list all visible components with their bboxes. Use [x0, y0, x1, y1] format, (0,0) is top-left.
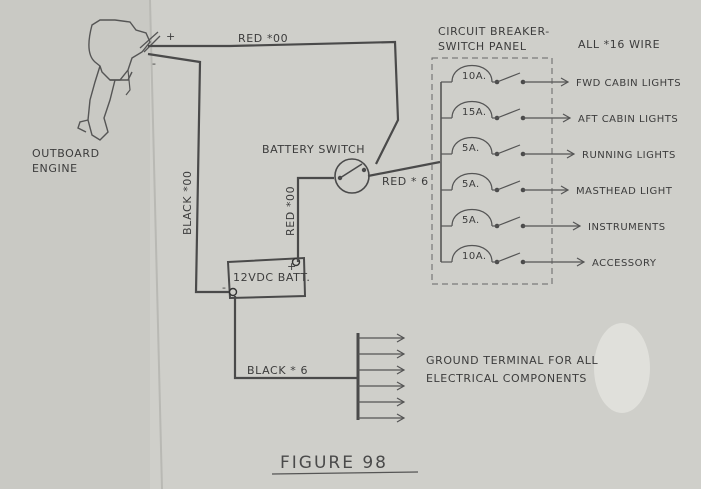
panel-title-line2: SWITCH PANEL	[438, 40, 527, 53]
breaker-rating: 15A.	[462, 107, 487, 118]
breaker-arc	[451, 244, 493, 263]
ground-label-line1: GROUND TERMINAL FOR ALL	[426, 354, 598, 367]
battery-label: 12VDC BATT.	[233, 271, 310, 284]
page-fold	[149, 0, 163, 489]
ground-arrow	[396, 381, 406, 391]
load-label: RUNNING LIGHTS	[582, 150, 676, 161]
load-label: FWD CABIN LIGHTS	[576, 78, 681, 89]
circuit-row: 5A. RUNNING LIGHTS	[441, 136, 676, 161]
engine-label-line2: ENGINE	[32, 162, 78, 175]
breaker-rating: 5A.	[462, 143, 480, 154]
switch-blade	[496, 72, 521, 83]
red-battery-wire	[296, 176, 334, 262]
load-label: MASTHEAD LIGHT	[576, 186, 673, 197]
paper-smudge	[594, 323, 650, 413]
black-main-wire-label: BLACK *00	[181, 170, 194, 235]
red-battery-wire-label: RED *00	[284, 186, 297, 236]
engine-plus-sign: +	[166, 30, 176, 43]
breaker-arc	[451, 208, 493, 227]
figure-caption-underline	[271, 471, 419, 475]
switch-blade	[496, 144, 521, 155]
paper-left-page	[0, 0, 150, 489]
circuit-row: 10A. FWD CABIN LIGHTS	[441, 64, 681, 89]
breaker-rating: 5A.	[462, 179, 480, 190]
circuit-row: 5A. MASTHEAD LIGHT	[441, 172, 673, 197]
ground-arrow	[396, 365, 406, 375]
load-arrow	[572, 221, 582, 231]
breaker-arc	[451, 100, 493, 119]
red-main-wire	[148, 40, 400, 165]
switch-blade	[496, 180, 521, 191]
outboard-engine-icon	[77, 19, 161, 141]
circuit-row: 15A. AFT CABIN LIGHTS	[441, 100, 678, 125]
black-ground-wire	[233, 296, 357, 380]
breaker-arc	[451, 64, 493, 83]
engine-minus-sign: -	[152, 57, 157, 70]
switch-blade	[496, 216, 521, 227]
breaker-arc	[451, 136, 493, 155]
load-label: ACCESSORY	[592, 258, 657, 269]
switch-blade	[496, 252, 521, 263]
load-arrow	[562, 113, 572, 123]
circuit-row: 10A. ACCESSORY	[441, 244, 657, 269]
breaker-rating: 10A.	[462, 251, 487, 262]
breaker-rating: 10A.	[462, 71, 487, 82]
breaker-rating: 5A.	[462, 215, 480, 226]
panel-enclosure	[431, 57, 553, 285]
ground-arrow	[396, 397, 406, 407]
figure-caption: FIGURE 98	[280, 453, 388, 473]
black-ground-wire-label: BLACK * 6	[247, 364, 308, 377]
ground-terminal-symbol	[356, 333, 406, 423]
ground-arrow	[396, 413, 406, 423]
load-arrow	[566, 149, 576, 159]
breaker-arc	[451, 172, 493, 191]
load-label: INSTRUMENTS	[588, 222, 666, 233]
battery-minus-sign: -	[222, 281, 227, 294]
ground-arrow	[396, 333, 406, 343]
load-arrow	[560, 77, 570, 87]
load-arrow	[560, 185, 570, 195]
battery-plus-sign: +	[287, 260, 297, 273]
red-panel-wire-label: RED * 6	[382, 175, 429, 188]
black-main-wire	[147, 52, 231, 294]
load-arrow	[576, 257, 586, 267]
red-main-wire-label: RED *00	[238, 32, 288, 45]
switch-blade	[496, 108, 521, 119]
battery-switch-label: BATTERY SWITCH	[262, 143, 365, 156]
engine-label-line1: OUTBOARD	[32, 147, 100, 160]
red-panel-wire	[367, 160, 441, 178]
load-label: AFT CABIN LIGHTS	[578, 114, 678, 125]
ground-label-line2: ELECTRICAL COMPONENTS	[426, 372, 587, 385]
ground-arrow	[396, 349, 406, 359]
circuit-rows: 10A. FWD CABIN LIGHTS 15A. AFT CABIN LIGHTS…	[441, 64, 681, 269]
circuit-row: 5A. INSTRUMENTS	[441, 208, 666, 233]
wire-gauge-note: ALL *16 WIRE	[578, 38, 660, 51]
panel-title-line1: CIRCUIT BREAKER-	[438, 25, 550, 38]
